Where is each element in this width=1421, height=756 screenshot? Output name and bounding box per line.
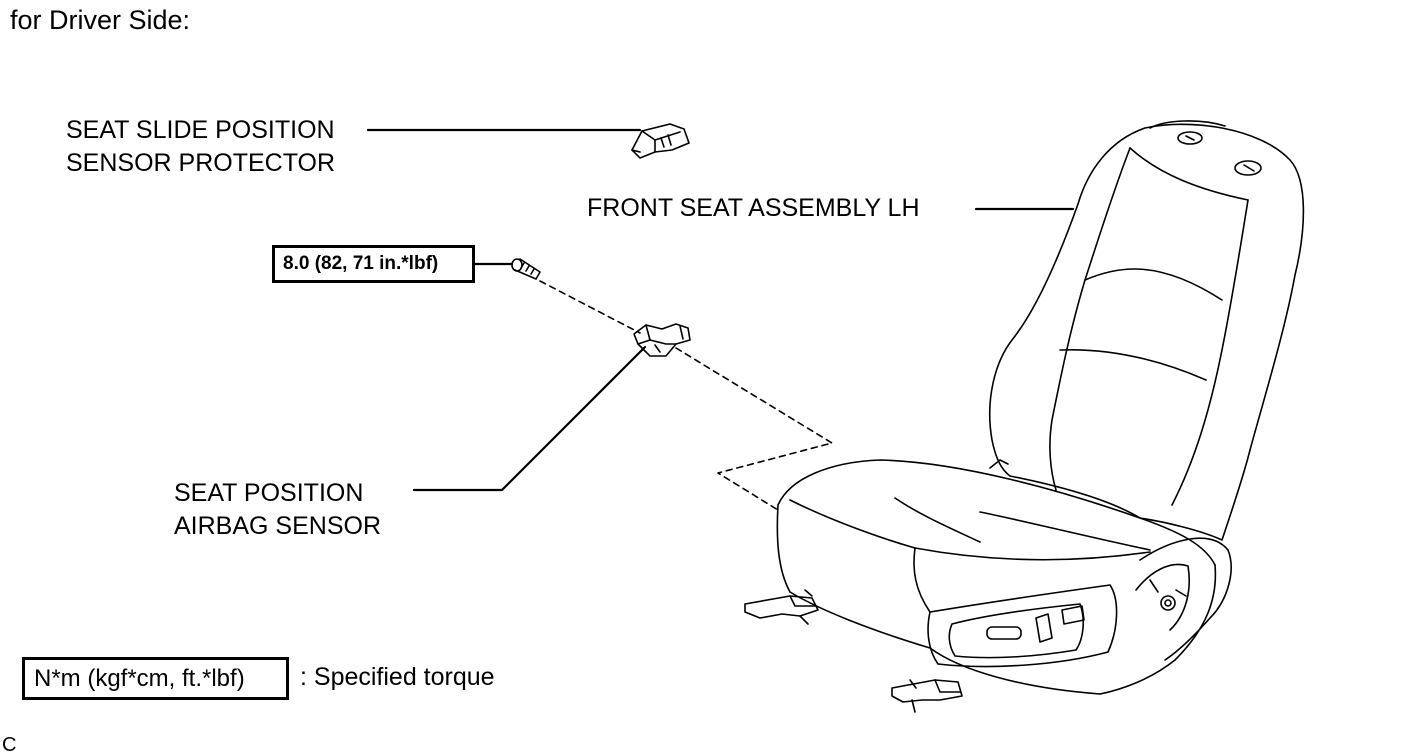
install-path-dashed: [539, 280, 641, 334]
sensor-label-line1: SEAT POSITION: [174, 479, 364, 507]
bolt-part: [511, 258, 541, 280]
sensor-protector-part: [631, 123, 690, 159]
airbag-sensor-part: [633, 323, 691, 357]
legend-description: : Specified torque: [300, 663, 495, 691]
install-path-dashed-2: [675, 347, 833, 511]
protector-label-line1: SEAT SLIDE POSITION: [66, 116, 335, 144]
protector-label-line2: SENSOR PROTECTOR: [66, 149, 336, 177]
corner-mark: C: [2, 734, 17, 756]
sensor-label-line2: AIRBAG SENSOR: [174, 512, 381, 540]
seat-assembly-label: FRONT SEAT ASSEMBLY LH: [587, 194, 920, 222]
sensor-leader-line: [412, 345, 647, 492]
page-heading: for Driver Side:: [10, 5, 191, 35]
front-seat-assembly: [744, 120, 1305, 713]
torque-spec-box: 8.0 (82, 71 in.*lbf): [272, 245, 475, 283]
legend-unit-box: N*m (kgf*cm, ft.*lbf): [22, 657, 289, 700]
